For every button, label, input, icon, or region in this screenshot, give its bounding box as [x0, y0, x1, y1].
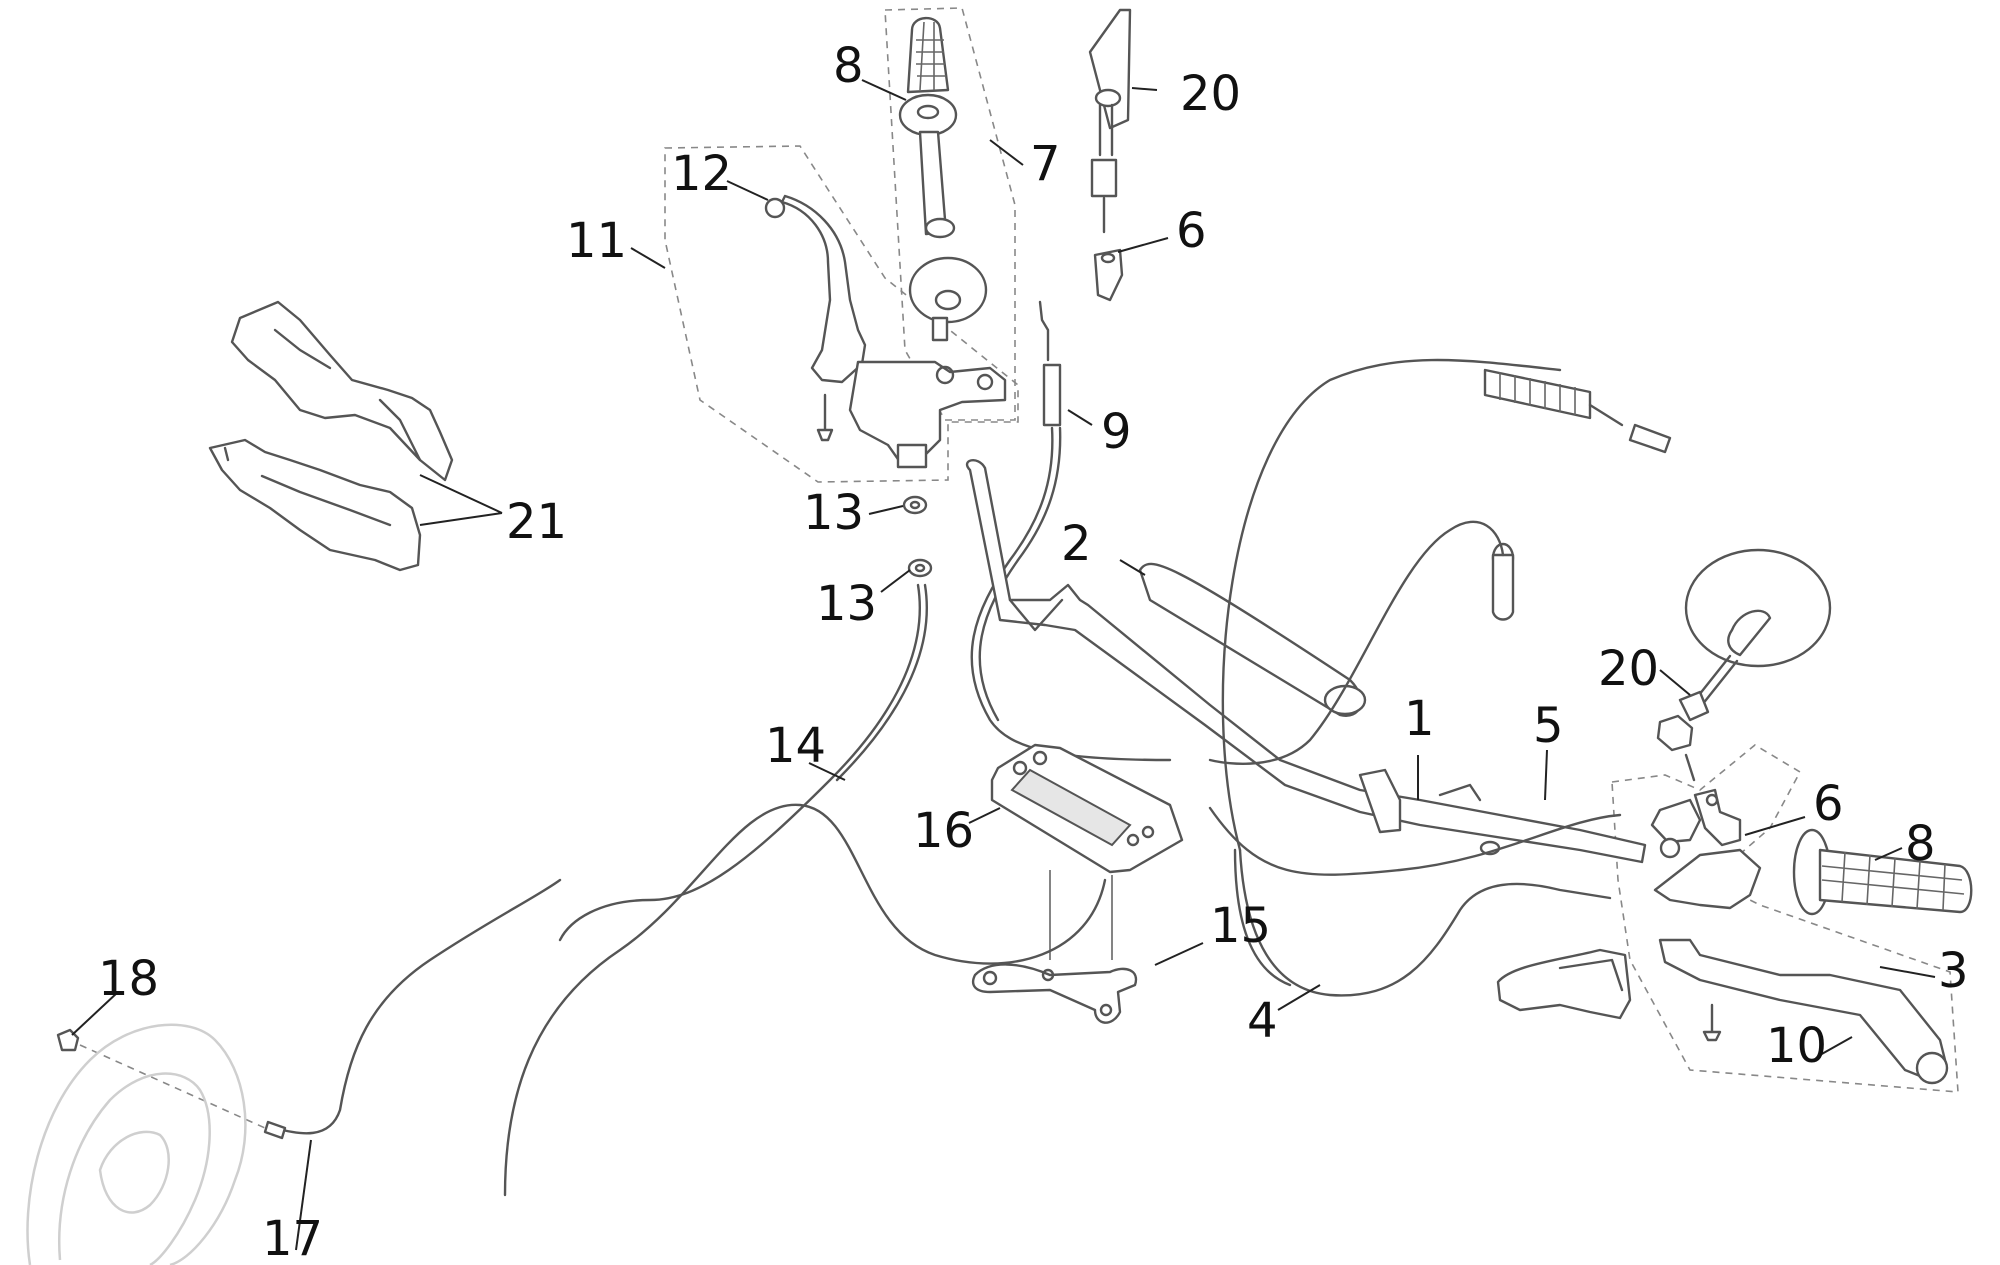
display-bracket-part [971, 963, 1138, 1024]
leader-line [1879, 966, 1936, 978]
throttle-grip-part [898, 16, 988, 342]
callout-1: 1 [1404, 691, 1435, 747]
callout-8-top: 8 [833, 38, 864, 94]
callout-20-right: 20 [1598, 641, 1659, 697]
callout-10: 10 [1766, 1018, 1827, 1074]
callout-14: 14 [765, 718, 826, 774]
leader-line [989, 139, 1024, 166]
leader-line [808, 762, 846, 781]
instrument-display-part [990, 743, 1184, 960]
mirror-part [1656, 548, 1832, 782]
callout-11: 11 [566, 213, 627, 269]
callout-3: 3 [1938, 943, 1969, 999]
callout-16: 16 [913, 803, 974, 859]
mirror-adapter-part [1093, 248, 1124, 302]
callout-13-upper: 13 [803, 485, 864, 541]
clutch-cable-part [1221, 358, 1672, 997]
callout-4: 4 [1247, 993, 1278, 1049]
callout-21: 21 [506, 494, 567, 550]
leader-line [1154, 942, 1204, 966]
leader-line [1277, 984, 1321, 1011]
leader-line [1117, 237, 1169, 253]
callout-18: 18 [98, 951, 159, 1007]
callout-6-right: 6 [1813, 776, 1844, 832]
callout-15: 15 [1210, 898, 1271, 954]
throttle-assembly-boundary [884, 7, 1016, 421]
leader-line [1659, 669, 1691, 696]
leader-line [1131, 87, 1158, 91]
brake-line-part [1208, 520, 1622, 876]
callout-17: 17 [262, 1211, 323, 1265]
callout-12: 12 [671, 146, 732, 202]
leader-line [630, 247, 666, 269]
leader-line [295, 1139, 312, 1251]
clutch-lever-assembly-part [764, 194, 1007, 469]
mirror-adapter-part [1693, 788, 1742, 847]
sensor-cable-part [263, 878, 562, 1140]
right-grip-part [1792, 828, 1973, 916]
sensor-nut-part [56, 1028, 266, 1129]
bar-pad-part [1138, 562, 1367, 717]
leader-line [1744, 816, 1806, 836]
leader-line [726, 180, 769, 201]
leader-line [880, 569, 911, 593]
leader-line [1067, 409, 1093, 426]
brake-lever-assembly-part [1650, 798, 1949, 1085]
callout-2: 2 [1061, 516, 1092, 572]
leader-line [968, 807, 1001, 824]
right-lever-assembly-boundary [1611, 744, 1959, 1093]
leader-line [1874, 847, 1903, 861]
mirror-part [1088, 8, 1132, 234]
leader-line [419, 474, 503, 526]
hand-guards-part [208, 300, 454, 572]
left-lever-assembly-boundary [664, 145, 1019, 483]
callout-13-lower: 13 [816, 576, 877, 632]
lever-cover-part [1496, 948, 1632, 1020]
washer-part [907, 558, 933, 578]
callout-7: 7 [1030, 136, 1061, 192]
brake-disc-outline [26, 1023, 247, 1265]
callout-9: 9 [1101, 404, 1132, 460]
leader-line [868, 505, 904, 515]
leader-line [71, 991, 119, 1036]
throttle-cable-part [970, 300, 1172, 762]
leader-line [1544, 749, 1548, 801]
leader-line [1819, 1036, 1853, 1056]
handlebar-part [965, 459, 1647, 864]
speedo-cable-part [503, 583, 1107, 1197]
callout-5: 5 [1533, 698, 1564, 754]
leader-line [1119, 559, 1146, 576]
callout-8-right: 8 [1905, 816, 1936, 872]
callout-20-top: 20 [1180, 66, 1241, 122]
washer-part [902, 495, 928, 515]
callout-6-top: 6 [1176, 203, 1207, 259]
leader-line [861, 79, 907, 101]
